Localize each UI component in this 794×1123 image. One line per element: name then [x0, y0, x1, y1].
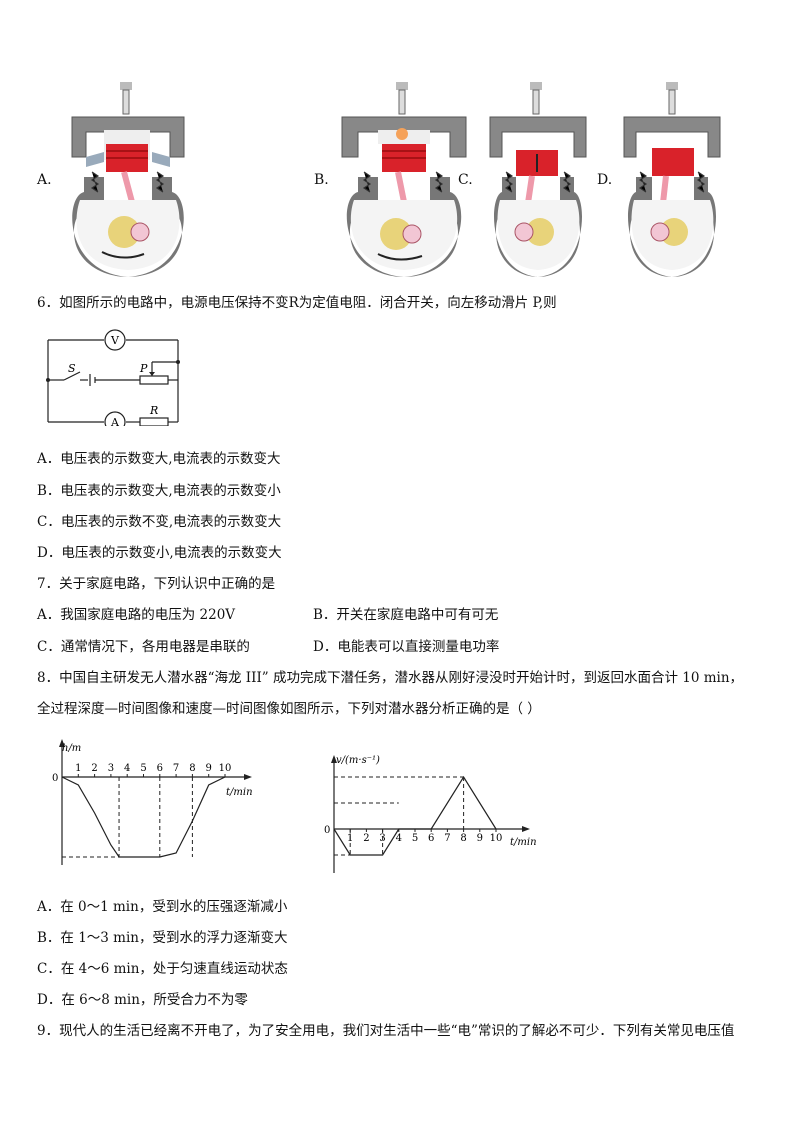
q6-circuit-diagram: V A S P R [46, 329, 180, 426]
x-tick-label: 3 [108, 763, 114, 774]
x-tick-label: 9 [206, 763, 212, 774]
voltmeter-label: V [110, 334, 120, 347]
x-tick-label: 9 [477, 833, 483, 844]
q7-option-b: B．开关在家庭电路中可有可无 [313, 607, 499, 623]
x-tick-label: 7 [173, 763, 179, 774]
x-tick-label: 6 [428, 833, 434, 844]
q8-option-d: D．在 6～8 min，所受合力不为零 [37, 992, 248, 1008]
q7-option-d: D．电能表可以直接测量电功率 [313, 639, 500, 655]
depth-curve [61, 776, 226, 858]
x-tick-label: 5 [412, 833, 418, 844]
x-tick-label: 10 [219, 763, 232, 774]
resistor-label: R [149, 404, 158, 417]
q6-stem: 6．如图所示的电路中，电源电压保持不变R为定值电阻．闭合开关，向左移动滑片 P,… [37, 295, 557, 311]
x-tick-label: 8 [460, 833, 466, 844]
engine-diagram-d [623, 82, 721, 277]
engine-diagram-c [489, 82, 587, 277]
switch-label: S [68, 362, 76, 375]
ammeter-label: A [110, 416, 120, 426]
q9-stem: 9．现代人的生活已经离不开电了，为了安全用电，我们对生活中一些“电”常识的了解必… [37, 1023, 735, 1039]
q7-option-c: C．通常情况下，各用电器是串联的 [37, 639, 250, 655]
x-tick-label: 4 [396, 833, 402, 844]
x-tick-label: 1 [75, 763, 81, 774]
x-tick-label: 8 [189, 763, 195, 774]
x-tick-label: 5 [140, 763, 146, 774]
y-axis-label: v/(m·s⁻¹) [336, 755, 380, 766]
x-axis-label: t/min [226, 787, 253, 798]
x-tick-label: 2 [363, 833, 369, 844]
x-axis-label: t/min [510, 837, 537, 848]
q6-option-d: D．电压表的示数变小,电流表的示数变大 [37, 545, 282, 561]
q8-stem-line1: 8．中国自主研发无人潜水器“海龙 III” 成功完成下潜任务，潜水器从刚好浸没时… [37, 670, 744, 686]
y-axis-label: h/m [62, 743, 81, 754]
y-tick-zero: 0 [52, 773, 58, 784]
q6-option-c: C．电压表的示数不变,电流表的示数变大 [37, 514, 282, 530]
q8-option-c: C．在 4～6 min，处于匀速直线运动状态 [37, 961, 288, 977]
y-tick-zero: 0 [324, 825, 330, 836]
q8-option-b: B．在 1～3 min，受到水的浮力逐渐变大 [37, 930, 288, 946]
velocity-curve [333, 775, 497, 856]
option-label-b: B. [314, 172, 329, 188]
q6-option-a: A．电压表的示数变大,电流表的示数变大 [37, 451, 281, 467]
q7-stem: 7．关于家庭电路，下列认识中正确的是 [37, 576, 276, 592]
q7-option-a: A．我国家庭电路的电压为 220V [37, 607, 236, 623]
engine-diagram-a [71, 82, 185, 277]
x-tick-label: 4 [124, 763, 130, 774]
q6-option-b: B．电压表的示数变大,电流表的示数变小 [37, 483, 281, 499]
q8-option-a: A．在 0～1 min，受到水的压强逐渐减小 [37, 899, 288, 915]
option-label-c: C. [458, 172, 473, 188]
slider-label: P [139, 362, 148, 375]
option-label-d: D. [597, 172, 613, 188]
x-tick-label: 10 [490, 833, 503, 844]
x-tick-label: 7 [444, 833, 450, 844]
option-label-a: A. [37, 172, 52, 188]
x-tick-label: 2 [91, 763, 97, 774]
engine-diagram-b [341, 82, 467, 277]
q8-stem-line2: 全过程深度—时间图像和速度—时间图像如图所示，下列对潜水器分析正确的是（ ） [37, 701, 541, 717]
x-tick-label: 6 [157, 763, 163, 774]
